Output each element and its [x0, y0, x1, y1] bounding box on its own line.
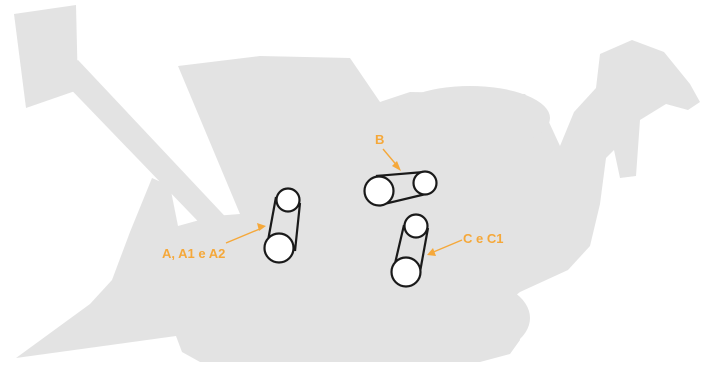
- belt-c-edge-right: [418, 227, 430, 273]
- arrowhead-b: [392, 161, 401, 171]
- unloading-auger: [56, 60, 236, 240]
- belt-b: [363, 170, 438, 207]
- belt-c-pulley-top: [403, 213, 429, 239]
- belt-b-pulley-left: [363, 175, 395, 207]
- label-b: B: [375, 132, 384, 147]
- belt-b-edge-top: [375, 170, 425, 178]
- leader-a: [225, 227, 263, 244]
- track-bump: [410, 280, 530, 356]
- belt-a: [263, 187, 302, 264]
- arrowhead-a: [257, 223, 266, 231]
- belt-a-pulley-top: [275, 187, 301, 213]
- machine-body: [16, 40, 700, 362]
- belt-b-pulley-right: [412, 170, 438, 196]
- leaders: [225, 148, 463, 256]
- belt-c: [390, 213, 430, 288]
- cabin-dome: [390, 86, 550, 150]
- belt-c-pulley-bottom: [390, 256, 422, 288]
- label-a: A, A1 e A2: [162, 246, 225, 261]
- belt-a-pulley-bottom: [263, 232, 295, 264]
- arrowhead-c: [427, 248, 436, 256]
- grain-tank: [14, 5, 78, 108]
- machine-silhouette: [14, 5, 700, 362]
- belt-a-edge-right: [293, 202, 302, 252]
- label-c: C e C1: [463, 231, 503, 246]
- leader-c: [430, 239, 463, 254]
